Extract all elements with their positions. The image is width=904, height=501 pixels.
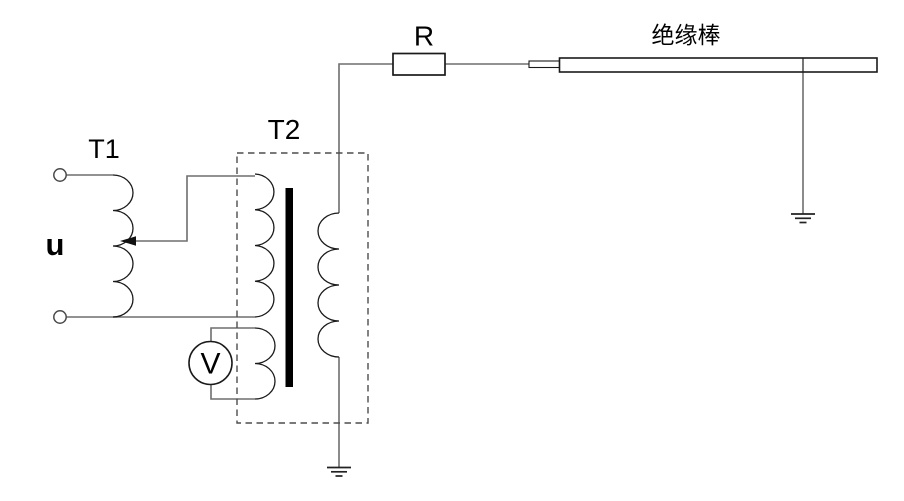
- label-t2: T2: [268, 114, 301, 145]
- wires-layer: [66, 63, 804, 467]
- voltmeter-circle: [188, 340, 233, 386]
- t2-primary-winding: [254, 173, 275, 318]
- t2-voltmeter-winding: [254, 327, 276, 400]
- t2-core-bar: [285, 188, 293, 387]
- components-layer: [53, 52, 878, 477]
- t1-winding: [112, 174, 134, 318]
- wire-tap-to-t2-primary: [134, 175, 255, 242]
- t2-transformer: [254, 173, 340, 400]
- t2-secondary-winding: [317, 212, 340, 358]
- label-insulating-rod: 绝缘棒: [652, 23, 721, 48]
- t1-tap-arrowhead: [120, 236, 136, 246]
- wire-t2-secondary-to-resistor: [338, 63, 393, 213]
- t2-boundary-box: [236, 152, 369, 424]
- wire-voltmeter-top: [210, 327, 255, 342]
- wire-voltmeter-bottom: [210, 384, 255, 400]
- ground-icon-rod: [791, 213, 815, 224]
- voltmeter-letter: V: [200, 348, 220, 381]
- label-t1: T1: [88, 134, 120, 164]
- voltmeter: [188, 340, 233, 386]
- insulating-rod: [528, 57, 878, 73]
- labels-layer: T1 T2 u R V 绝缘棒: [46, 21, 721, 381]
- rod-body: [558, 57, 878, 73]
- t1-autotransformer: [53, 168, 136, 324]
- label-resistor-r: R: [414, 21, 434, 52]
- rod-tip-connector: [528, 60, 561, 69]
- resistor-body: [392, 52, 446, 76]
- ground-icon-t2: [327, 466, 351, 477]
- t1-terminal-top: [53, 168, 67, 182]
- label-source-u: u: [46, 227, 65, 262]
- t1-terminal-bottom: [53, 310, 67, 324]
